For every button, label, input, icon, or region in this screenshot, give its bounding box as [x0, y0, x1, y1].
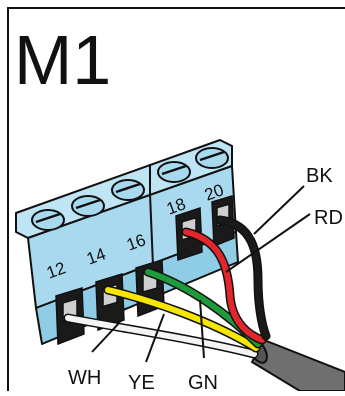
screw-icon [111, 179, 145, 201]
terminal-screws [31, 147, 229, 231]
leader-bk [253, 185, 305, 235]
screw-icon [157, 161, 191, 183]
leader-gn [199, 299, 205, 359]
wire-label-gn: GN [188, 372, 218, 391]
screw-icon [195, 147, 229, 169]
cable-jacket [251, 339, 345, 392]
wire-rd [183, 229, 265, 343]
leader-ye [145, 313, 165, 363]
leader-lines [91, 185, 311, 363]
wire-label-bk: BK [306, 165, 333, 187]
wire-label-wh: WH [68, 367, 101, 389]
leader-wh [91, 321, 121, 353]
screw-icon [71, 195, 105, 217]
wire-labels: BK RD WH YE GN [68, 165, 343, 394]
screw-icon [31, 209, 65, 231]
wire-wh [65, 315, 257, 357]
diagram-title: M1 [14, 21, 111, 99]
wire-label-rd: RD [314, 207, 343, 229]
diagram-frame [7, 7, 345, 391]
wire-bk [217, 217, 269, 339]
wire-ye [105, 287, 259, 351]
wire-label-ye: YE [128, 372, 155, 391]
leader-rd [225, 213, 311, 273]
wires [63, 215, 271, 359]
